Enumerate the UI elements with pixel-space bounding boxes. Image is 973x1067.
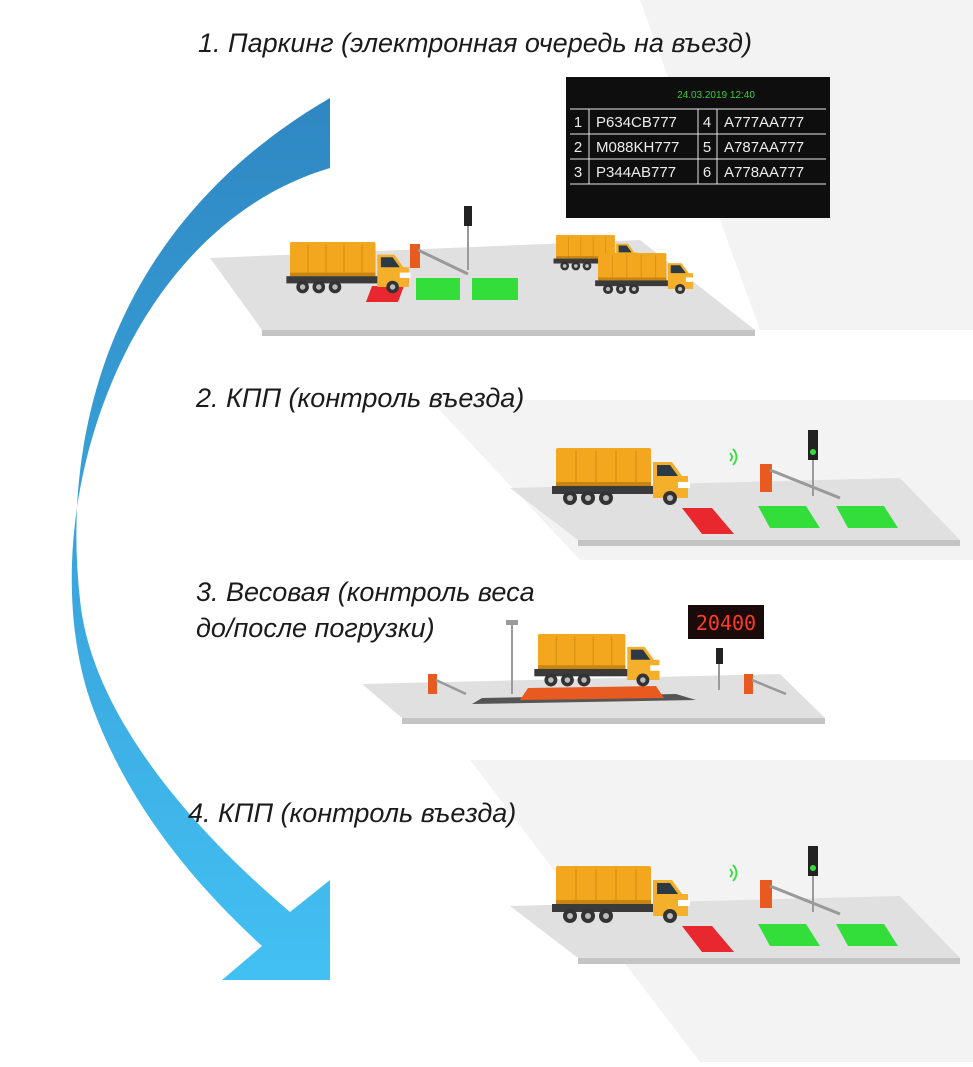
queue-plate: P634CB777 (596, 114, 677, 131)
queue-plate: P344AB777 (596, 164, 676, 181)
barrier-icon (760, 464, 841, 500)
queue-number: 4 (703, 114, 711, 131)
camera-pole-icon (506, 620, 518, 694)
queue-plate: A787AA777 (724, 139, 804, 156)
sensor-red (682, 508, 734, 534)
sensor-green (472, 278, 518, 300)
sensor-green (836, 506, 898, 528)
sensor-green (758, 506, 820, 528)
queue-board: 24.03.2019 12:40 1 P634CB777 4 A777AA777… (566, 77, 830, 218)
sensor-green (836, 924, 898, 946)
queue-number: 1 (574, 114, 582, 131)
sensor-red (682, 926, 734, 952)
sensor-green (758, 924, 820, 946)
flow-arrow-icon (71, 98, 330, 980)
checkpoint-scene-1 (510, 430, 960, 546)
board-datetime: 24.03.2019 12:40 (677, 90, 755, 101)
queue-plate: A778AA777 (724, 164, 804, 181)
queue-plate: A777AA777 (724, 114, 804, 131)
step-3-title-line-2: до/после погрузки) (196, 613, 435, 643)
step-1-title: 1. Паркинг (электронная очередь на въезд… (198, 28, 752, 58)
queue-number: 5 (703, 139, 711, 156)
step-3-title-line-1: 3. Весовая (контроль веса (196, 577, 535, 607)
sensor-green (416, 278, 460, 300)
traffic-light-icon (716, 648, 723, 690)
traffic-light-icon (808, 430, 818, 496)
barrier-icon (744, 674, 787, 696)
scale-display: 20400 (688, 605, 764, 639)
scale-display-value: 20400 (696, 611, 756, 635)
queue-number: 2 (574, 139, 582, 156)
checkpoint-scene-2 (510, 846, 960, 964)
queue-plate: M088KH777 (596, 139, 679, 156)
queue-number: 6 (703, 164, 711, 181)
step-3-title: 3. Весовая (контроль веса до/после погру… (196, 574, 535, 646)
barrier-icon (760, 880, 841, 916)
step-2-title: 2. КПП (контроль въезда) (196, 383, 525, 413)
step-4-title: 4. КПП (контроль въезда) (188, 798, 517, 828)
traffic-light-icon (808, 846, 818, 912)
barrier-icon (428, 674, 467, 696)
barrier-icon (410, 244, 469, 276)
queue-number: 3 (574, 164, 582, 181)
weighbridge-scene: 20400 (362, 605, 825, 724)
traffic-light-icon (464, 206, 472, 270)
parking-scene (210, 206, 755, 336)
